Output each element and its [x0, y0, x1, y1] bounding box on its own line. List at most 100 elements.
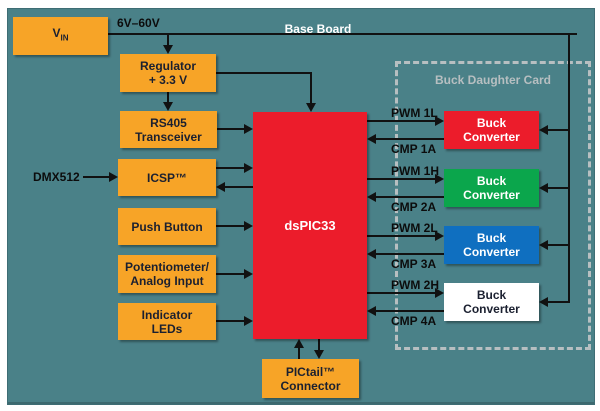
buck-daughter-card-title: Buck Daughter Card: [434, 73, 552, 87]
arrow-left-icon: [539, 125, 548, 135]
regulator-to-dspic-vline: [310, 72, 312, 104]
rs405-label-line2: Transceiver: [135, 129, 202, 144]
power-rail-line: [108, 33, 577, 35]
arrow-down-icon: [314, 350, 324, 359]
buck4-label-line1: Buck: [476, 288, 507, 302]
arrow-down-icon: [163, 45, 173, 54]
dspic33-label: dsPIC33: [284, 217, 336, 233]
feed-line-buck-3: [547, 244, 570, 246]
arrow-right-icon: [435, 231, 444, 241]
icsp-to-dspic-line: [216, 167, 245, 169]
pictail-to-dspic-line: [298, 348, 300, 359]
arrow-right-icon: [244, 124, 253, 134]
buck1-label-line1: Buck: [476, 116, 507, 130]
rail-voltage-label: 6V–60V: [117, 16, 160, 30]
arrow-left-icon: [539, 240, 548, 250]
arrow-right-icon: [435, 288, 444, 298]
arrow-right-icon: [244, 316, 253, 326]
base-board-panel: Base Board Buck Daughter Card 6V–60V: [7, 8, 595, 405]
vin-label: V: [52, 26, 61, 41]
potentiometer-label-line1: Potentiometer/: [124, 260, 209, 274]
regulator-label-line2: + 3.3 V: [148, 73, 188, 87]
pwm1h-label: PWM 1H: [391, 164, 439, 178]
cmp1a-line: [376, 138, 444, 140]
rs405-label-line1: RS405: [150, 115, 187, 130]
buck3-label-line1: Buck: [476, 231, 507, 245]
cmp4a-label: CMP 4A: [391, 314, 437, 328]
regulator-to-rs405-line: [167, 92, 169, 103]
cmp3a-label: CMP 3A: [391, 257, 437, 271]
buck2-label-line1: Buck: [476, 174, 507, 188]
arrow-left-icon: [367, 192, 376, 202]
dspic-to-icsp-line: [225, 186, 253, 188]
push-button-block: Push Button: [118, 208, 216, 245]
dspic33-block: dsPIC33: [253, 112, 367, 339]
arrow-left-icon: [216, 182, 225, 192]
arrow-right-icon: [244, 221, 253, 231]
rs405-to-dspic-line: [217, 128, 245, 130]
pwm1l-label: PWM 1L: [391, 106, 438, 120]
pictail-label-line2: Connector: [280, 378, 341, 393]
leds-to-dspic-line: [216, 320, 245, 322]
vin-subscript: IN: [60, 33, 69, 43]
cmp1a-label: CMP 1A: [391, 142, 437, 156]
icsp-block: ICSP™: [118, 159, 216, 196]
arrow-down-icon: [306, 103, 316, 112]
regulator-label-line1: Regulator: [139, 59, 196, 73]
regulator-to-dspic-hline: [216, 72, 312, 74]
power-rail-drop-line: [568, 33, 570, 303]
pwm1h-line: [367, 178, 435, 180]
potentiometer-label-line2: Analog Input: [130, 274, 204, 288]
dmx512-label: DMX512: [33, 170, 80, 184]
buck3-label-line2: Converter: [463, 245, 520, 259]
pushbutton-to-dspic-line: [216, 225, 245, 227]
indicator-leds-block: Indicator LEDs: [118, 303, 216, 340]
arrow-left-icon: [539, 183, 548, 193]
arrow-left-icon: [367, 134, 376, 144]
pwm2l-line: [367, 235, 435, 237]
buck-daughter-card-outline: Buck Daughter Card: [395, 61, 591, 350]
buck-converter-1-block: Buck Converter: [444, 111, 539, 149]
rs405-transceiver-block: RS405 Transceiver: [120, 111, 217, 148]
icsp-label: ICSP™: [146, 170, 187, 185]
feed-line-buck-4: [547, 301, 570, 303]
pwm2h-line: [367, 292, 435, 294]
pwm1l-line: [367, 120, 435, 122]
feed-line-buck-1: [547, 129, 570, 131]
dspic-to-pictail-line: [318, 339, 320, 350]
buck-converter-3-block: Buck Converter: [444, 226, 539, 264]
arrow-right-icon: [435, 116, 444, 126]
buck-converter-2-block: Buck Converter: [444, 169, 539, 207]
buck1-label-line2: Converter: [463, 130, 520, 144]
cmp2a-label: CMP 2A: [391, 200, 437, 214]
cmp4a-line: [376, 310, 444, 312]
arrow-right-icon: [435, 174, 444, 184]
buck4-label-line2: Converter: [463, 302, 520, 316]
arrow-left-icon: [367, 249, 376, 259]
push-button-label: Push Button: [131, 219, 203, 234]
arrow-right-icon: [244, 269, 253, 279]
vin-block: VIN: [13, 17, 108, 55]
buck2-label-line2: Converter: [463, 188, 520, 202]
arrow-left-icon: [539, 297, 548, 307]
pwm2h-label: PWM 2H: [391, 278, 439, 292]
potentiometer-to-dspic-line: [216, 273, 245, 275]
vin-to-regulator-line: [167, 33, 169, 46]
cmp3a-line: [376, 253, 444, 255]
indicator-leds-label-line2: LEDs: [151, 321, 183, 336]
indicator-leds-label-line1: Indicator: [141, 307, 193, 322]
base-board-title: Base Board: [284, 22, 352, 36]
pictail-connector-block: PICtail™ Connector: [262, 359, 359, 398]
dmx-to-icsp-line: [83, 176, 110, 178]
arrow-left-icon: [367, 306, 376, 316]
arrow-right-icon: [109, 172, 118, 182]
regulator-block: Regulator + 3.3 V: [120, 54, 216, 92]
buck-converter-4-block: Buck Converter: [444, 283, 539, 321]
cmp2a-line: [376, 196, 444, 198]
potentiometer-block: Potentiometer/ Analog Input: [118, 255, 216, 293]
arrow-right-icon: [244, 163, 253, 173]
pwm2l-label: PWM 2L: [391, 221, 438, 235]
pictail-label-line1: PICtail™: [285, 364, 336, 379]
arrow-down-icon: [163, 102, 173, 111]
